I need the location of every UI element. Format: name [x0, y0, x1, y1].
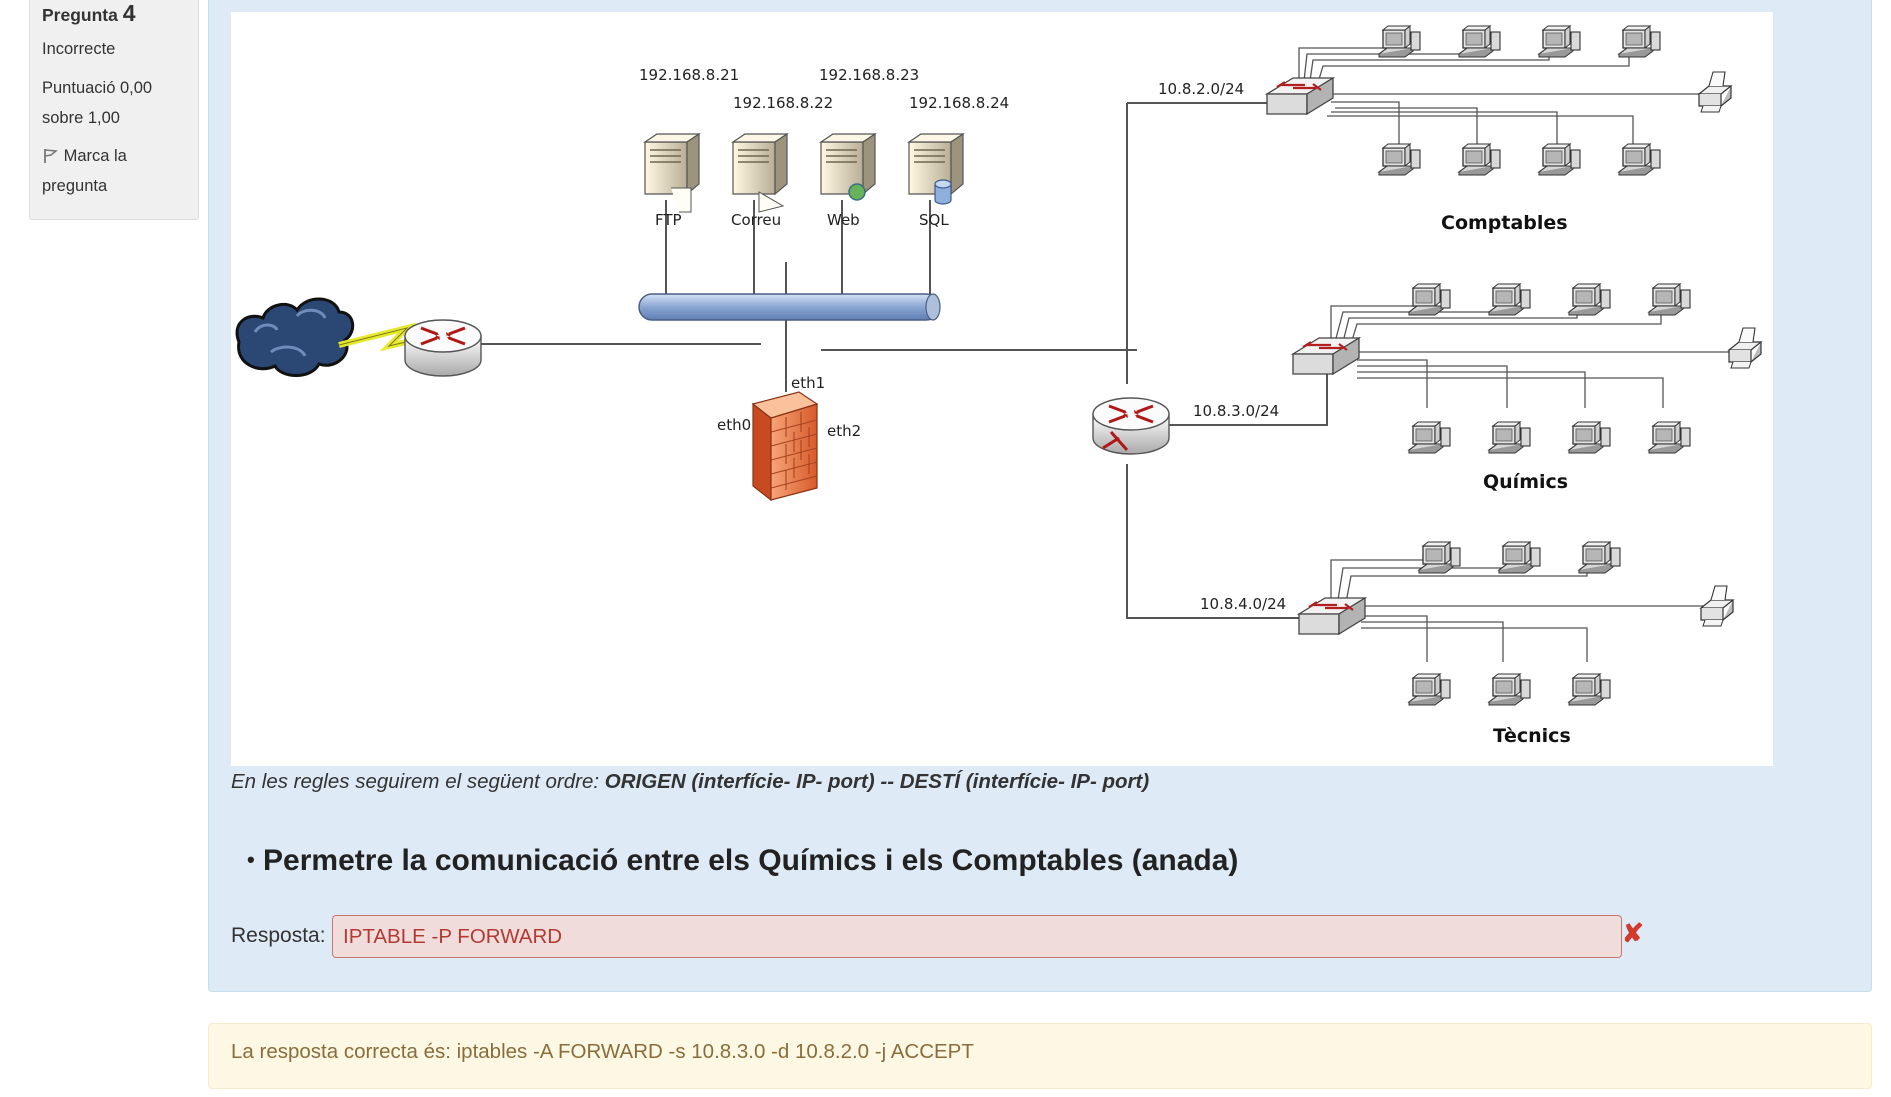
- firewall-icon: [751, 391, 819, 502]
- label-web: Web: [827, 211, 860, 229]
- internet-cloud-icon: [235, 297, 355, 377]
- answer-label: Resposta:: [231, 924, 326, 947]
- incorrect-icon: ✘: [1622, 918, 1644, 948]
- pc-icon: [1408, 421, 1451, 454]
- pc-icon: [1618, 25, 1661, 58]
- pc-icon: [1568, 283, 1611, 316]
- bullet-icon: •: [247, 847, 255, 872]
- task-item: • Permetre la comunicació entre els Quím…: [247, 844, 1239, 877]
- pc-icon: [1578, 541, 1621, 574]
- pc-icon: [1458, 25, 1501, 58]
- pc-icon: [1488, 673, 1531, 706]
- pc-icon: [1618, 143, 1661, 176]
- network-diagram: 192.168.8.21 192.168.8.22 192.168.8.23 1…: [231, 12, 1773, 766]
- web-server-icon: [820, 133, 876, 195]
- pc-icon: [1568, 673, 1611, 706]
- pc-icon: [1538, 25, 1581, 58]
- question-grade: Puntuació 0,00 sobre 1,00: [42, 79, 153, 127]
- answer-input[interactable]: [332, 915, 1622, 958]
- pc-icon: [1408, 673, 1451, 706]
- mail-server-icon: [732, 133, 788, 195]
- label-quimics: Químics: [1483, 471, 1568, 493]
- pc-icon: [1568, 421, 1611, 454]
- question-state: Incorrecte: [42, 40, 116, 58]
- ip-web: 192.168.8.23: [819, 66, 919, 84]
- label-net-quimics: 10.8.3.0/24: [1193, 402, 1279, 420]
- label-sql: SQL: [919, 211, 949, 229]
- pc-icon: [1408, 283, 1451, 316]
- pc-icon: [1648, 283, 1691, 316]
- printer-icon: [1728, 327, 1762, 369]
- pc-icon: [1378, 25, 1421, 58]
- printer-icon: [1700, 585, 1734, 627]
- switch-tecnics-icon: [1297, 596, 1367, 636]
- ftp-server-icon: [644, 133, 700, 195]
- correct-answer-feedback: La resposta correcta és: iptables -A FOR…: [208, 1023, 1872, 1089]
- label-net-tecnics: 10.8.4.0/24: [1200, 595, 1286, 613]
- flag-question-link[interactable]: Marca la pregunta: [42, 147, 127, 195]
- ip-sql: 192.168.8.24: [909, 94, 1009, 112]
- switch-quimics-icon: [1291, 336, 1361, 376]
- question-formulation: 192.168.8.21 192.168.8.22 192.168.8.23 1…: [208, 0, 1872, 992]
- label-comptables: Comptables: [1441, 212, 1568, 234]
- label-correu: Correu: [731, 211, 781, 229]
- pc-icon: [1498, 541, 1541, 574]
- ip-ftp: 192.168.8.21: [639, 66, 739, 84]
- pc-icon: [1458, 143, 1501, 176]
- ip-correu: 192.168.8.22: [733, 94, 833, 112]
- printer-icon: [1698, 71, 1732, 113]
- label-tecnics: Tècnics: [1493, 725, 1571, 747]
- label-eth1: eth1: [791, 374, 825, 392]
- feedback-text: La resposta correcta és: iptables -A FOR…: [231, 1040, 974, 1063]
- label-ftp: FTP: [655, 211, 682, 229]
- pc-icon: [1538, 143, 1581, 176]
- pc-icon: [1488, 421, 1531, 454]
- pc-icon: [1648, 421, 1691, 454]
- internet-router-icon: [403, 318, 483, 378]
- question-info-panel: Pregunta 4 Incorrecte Puntuació 0,00 sob…: [29, 0, 199, 220]
- label-net-comptables: 10.8.2.0/24: [1158, 80, 1244, 98]
- pc-icon: [1488, 283, 1531, 316]
- label-eth2: eth2: [827, 422, 861, 440]
- switch-comptables-icon: [1265, 76, 1335, 116]
- flag-icon: [44, 149, 58, 163]
- rule-order-text: En les regles seguirem el següent ordre:…: [231, 770, 1150, 793]
- label-eth0: eth0: [717, 416, 751, 434]
- pc-icon: [1378, 143, 1421, 176]
- question-number: Pregunta 4: [42, 0, 136, 26]
